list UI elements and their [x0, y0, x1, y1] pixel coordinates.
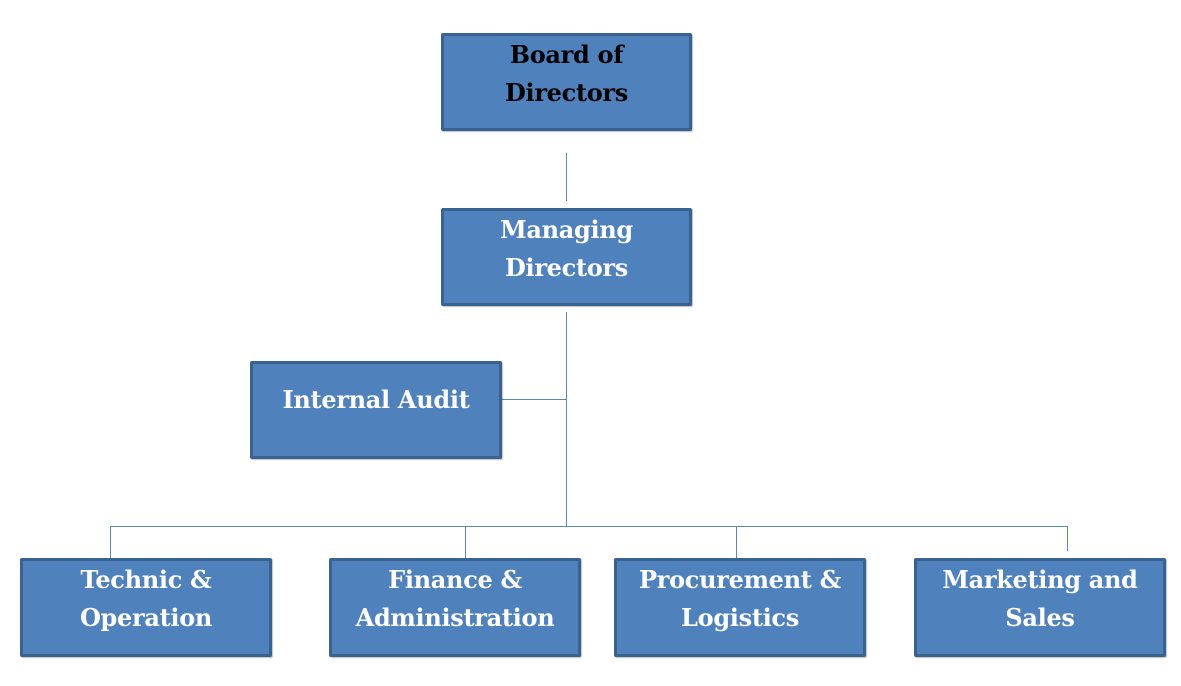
node-board-of-directors: Board of Directors [441, 33, 692, 131]
node-label-line: Sales [1005, 603, 1075, 632]
node-label-line: Administration [355, 603, 555, 632]
connector-managing-trunk [566, 312, 567, 526]
connector-department-bus [110, 526, 1068, 527]
node-label-line: Finance & [388, 565, 522, 594]
connector-drop-marketing [1067, 526, 1068, 551]
node-managing-directors: Managing Directors [441, 208, 692, 306]
connector-board-to-managing [566, 153, 567, 201]
node-label-line: Operation [79, 603, 213, 632]
node-finance-administration: Finance & Administration [329, 558, 581, 657]
node-label-line: Directors [504, 253, 628, 282]
connector-audit-branch [502, 399, 566, 400]
node-label-line: Directors [504, 78, 628, 107]
node-label-line: Internal Audit [282, 385, 470, 414]
node-label-line: Marketing and [942, 565, 1138, 594]
connector-drop-procurement [736, 526, 737, 558]
node-procurement-logistics: Procurement & Logistics [614, 558, 866, 657]
node-label-line: Board of [509, 40, 624, 69]
connector-drop-technic [110, 526, 111, 558]
node-marketing-sales: Marketing and Sales [914, 558, 1166, 657]
connector-drop-finance [465, 526, 466, 558]
node-label-line: Procurement & [639, 565, 841, 594]
node-label-line: Logistics [681, 603, 799, 632]
node-label-line: Technic & [80, 565, 212, 594]
node-internal-audit: Internal Audit [250, 361, 502, 459]
node-label-line: Managing [500, 215, 633, 244]
node-technic-operation: Technic & Operation [20, 558, 272, 657]
